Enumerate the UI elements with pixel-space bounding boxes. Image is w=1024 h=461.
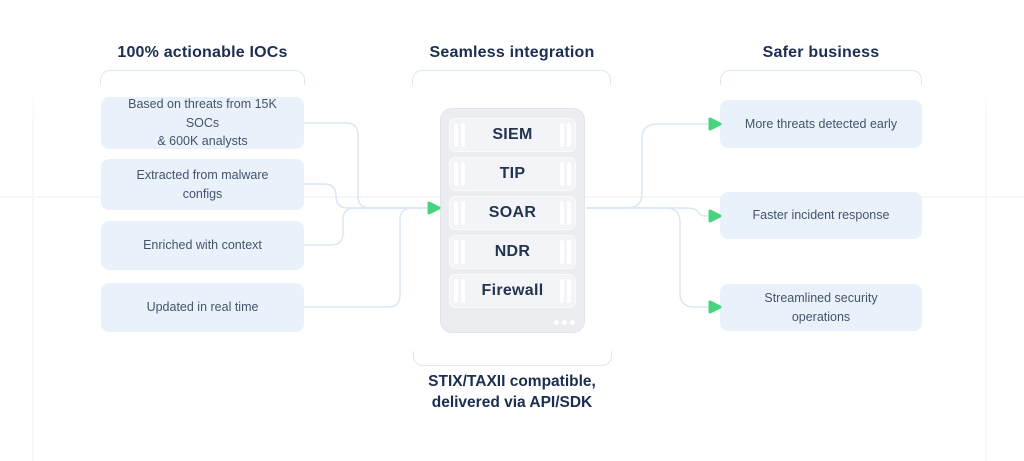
right-box-streamlined-ops: Streamlined security operations <box>720 284 922 331</box>
middle-column-title: Seamless integration <box>429 44 595 61</box>
flow-arrow-icon-rack-input <box>427 201 441 215</box>
middle-column-bottom-bracket <box>413 351 612 366</box>
left-box-real-time: Updated in real time <box>101 283 304 332</box>
rack-label-siem: SIEM <box>492 126 533 143</box>
left-column-bracket <box>100 70 305 85</box>
rack-label-soar: SOAR <box>488 204 537 221</box>
connector-right-bottom <box>586 207 708 308</box>
rack-label-tip: TIP <box>499 165 526 182</box>
rack-row-siem: SIEM <box>449 118 576 152</box>
right-column-bracket <box>720 70 922 85</box>
server-vent-icon <box>567 279 571 303</box>
background-guide-line-vertical-left <box>32 88 34 461</box>
flow-arrow-icon-right-1 <box>708 117 722 131</box>
server-vent-icon <box>560 201 564 225</box>
rack-row-soar: SOAR <box>449 196 576 230</box>
integration-server-rack: SIEM TIP SOAR NDR Firewa <box>440 108 585 333</box>
server-vent-icon <box>567 162 571 186</box>
flow-arrow-icon-right-3 <box>708 300 722 314</box>
right-box-incident-response: Faster incident response <box>720 192 922 239</box>
rack-row-ndr: NDR <box>449 235 576 269</box>
connector-right-middle <box>586 207 708 217</box>
server-vent-icon <box>567 201 571 225</box>
connector-left-4 <box>304 207 427 308</box>
rack-label-ndr: NDR <box>494 243 531 260</box>
flow-arrow-icon-right-2 <box>708 209 722 223</box>
rack-row-firewall: Firewall <box>449 274 576 308</box>
right-column-title: Safer business <box>762 44 880 61</box>
server-vent-icon <box>461 123 465 147</box>
server-vent-icon <box>560 279 564 303</box>
middle-column-caption: STIX/TAXII compatible, delivered via API… <box>428 373 596 411</box>
server-vent-icon <box>454 201 458 225</box>
server-vent-icon <box>560 240 564 264</box>
server-vent-icon <box>461 240 465 264</box>
server-vent-icon <box>454 123 458 147</box>
rack-label-firewall: Firewall <box>481 282 544 299</box>
server-vent-icon <box>567 240 571 264</box>
server-vent-icon <box>461 279 465 303</box>
server-vent-icon <box>567 123 571 147</box>
left-box-malware-configs: Extracted from malware configs <box>101 159 304 210</box>
server-vent-icon <box>461 201 465 225</box>
left-box-enriched-context: Enriched with context <box>101 221 304 270</box>
ellipsis-dots-icon <box>554 320 575 325</box>
server-vent-icon <box>461 162 465 186</box>
middle-column-bracket <box>412 70 611 85</box>
connector-left-3 <box>304 207 427 246</box>
background-guide-line-vertical-right <box>985 88 987 461</box>
server-vent-icon <box>454 279 458 303</box>
right-box-threats-detected: More threats detected early <box>720 100 922 148</box>
rack-row-tip: TIP <box>449 157 576 191</box>
server-vent-icon <box>560 123 564 147</box>
server-vent-icon <box>454 162 458 186</box>
server-vent-icon <box>560 162 564 186</box>
left-column-title: 100% actionable IOCs <box>117 44 288 61</box>
server-vent-icon <box>454 240 458 264</box>
left-box-threat-sources: Based on threats from 15K SOCs & 600K an… <box>101 97 304 149</box>
